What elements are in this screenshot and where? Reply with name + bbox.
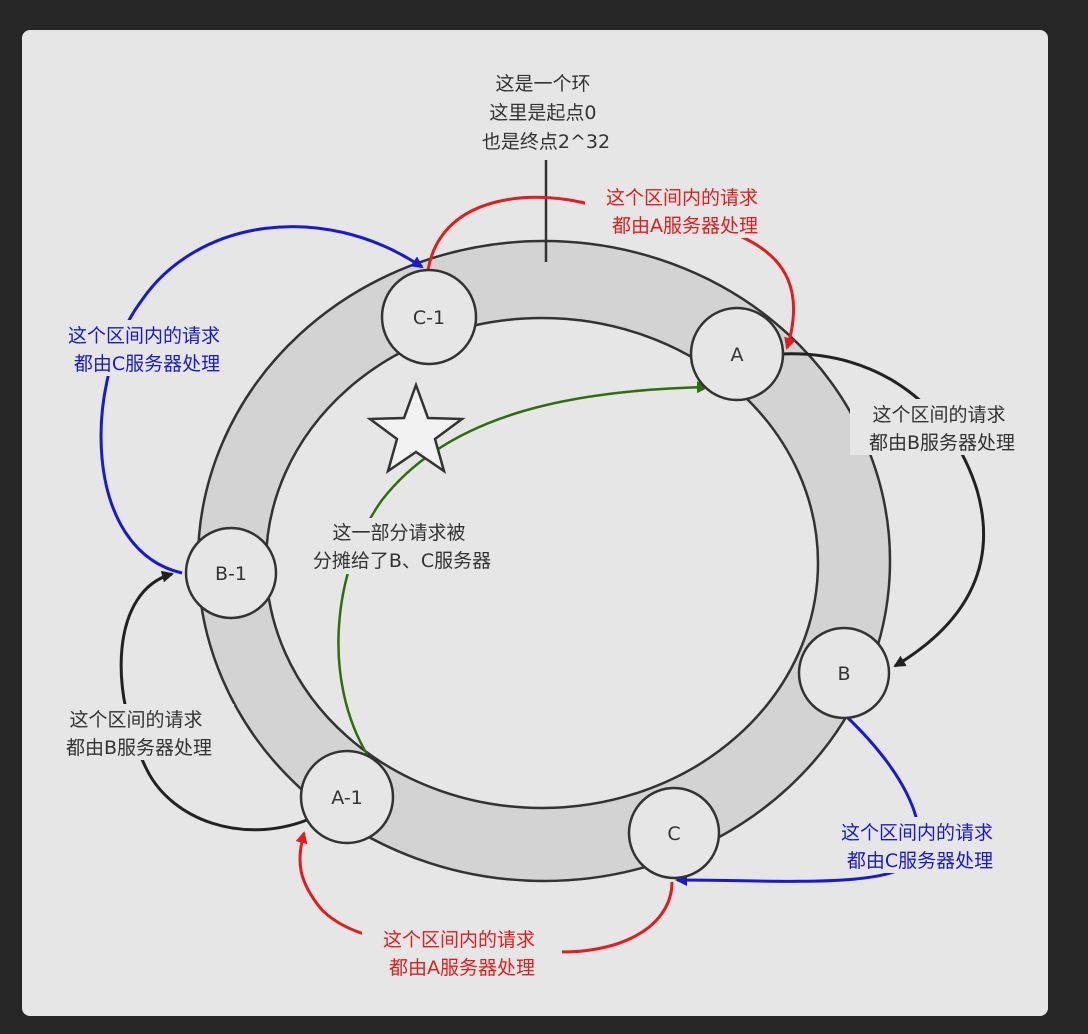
svg-text:A-1: A-1 bbox=[331, 787, 363, 809]
node-b-minus-1: B-1 bbox=[184, 526, 278, 620]
svg-text:B-1: B-1 bbox=[215, 563, 247, 585]
hash-ring-diagram: 这是一个环 这里是起点0 也是终点2^32 C-1 A B-1 B A-1 C bbox=[44, 73, 1036, 980]
start-note: 这是一个环 这里是起点0 也是终点2^32 bbox=[482, 73, 610, 153]
label-left-blue: 这个区间内的请求 都由C服务器处理 bbox=[68, 325, 226, 375]
svg-text:C-1: C-1 bbox=[413, 307, 445, 329]
node-a: A bbox=[689, 306, 785, 402]
label-bottom-red: 这个区间内的请求 都由A服务器处理 bbox=[383, 929, 541, 979]
label-bottom-right-blue: 这个区间内的请求 都由C服务器处理 bbox=[841, 822, 999, 872]
label-bg-right-black bbox=[850, 399, 1036, 455]
label-right-black: 这个区间的请求 都由B服务器处理 bbox=[869, 404, 1015, 454]
arrow-a1-to-a-green bbox=[337, 381, 709, 757]
arrow-a-to-b-black bbox=[781, 352, 985, 668]
node-a-minus-1: A-1 bbox=[299, 749, 395, 845]
label-bg-top-right bbox=[585, 182, 785, 238]
diagram-canvas: 这是一个环 这里是起点0 也是终点2^32 C-1 A B-1 B A-1 C bbox=[22, 30, 1048, 1016]
label-bg-bottom bbox=[362, 924, 562, 980]
label-left-black: 这个区间的请求 都由B服务器处理 bbox=[66, 709, 212, 759]
label-top-right-red: 这个区间内的请求 都由A服务器处理 bbox=[606, 187, 764, 237]
node-c: C bbox=[627, 786, 721, 880]
svg-text:C: C bbox=[667, 823, 680, 845]
label-center-green: 这一部分请求被 分摊给了B、C服务器 bbox=[313, 522, 491, 572]
label-bg-center bbox=[288, 518, 520, 574]
node-b: B bbox=[797, 626, 891, 720]
node-c-minus-1: C-1 bbox=[380, 268, 478, 366]
label-bg-left-black bbox=[44, 704, 234, 760]
arrow-a1-to-b1-black bbox=[119, 570, 308, 832]
arrow-b1-to-c1-blue bbox=[99, 225, 424, 575]
label-bg-bottom-right bbox=[820, 817, 1020, 873]
star-icon bbox=[366, 381, 466, 474]
svg-text:A: A bbox=[731, 344, 744, 366]
label-bg-left-blue bbox=[44, 320, 250, 376]
svg-text:B: B bbox=[837, 663, 850, 685]
